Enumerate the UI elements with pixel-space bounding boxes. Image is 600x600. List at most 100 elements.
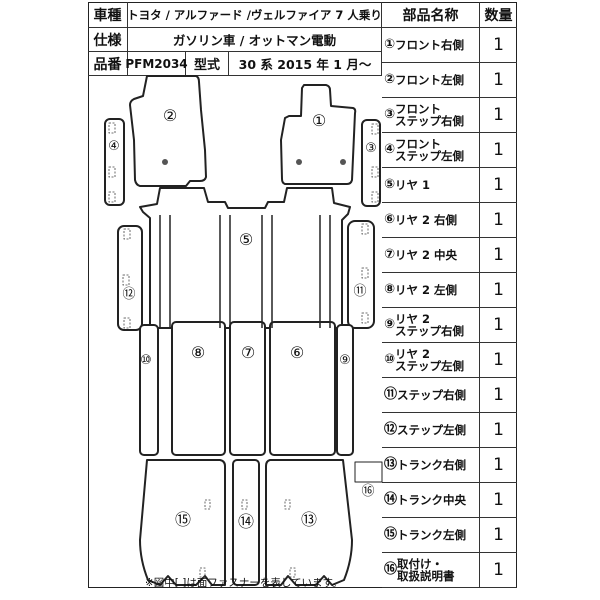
mat-label-11: ⑪ [353, 284, 366, 299]
part-quantity: 1 [480, 343, 517, 378]
part-quantity: 1 [480, 28, 517, 63]
mat-label-16: ⑯ [361, 484, 374, 499]
part-number: ④ [384, 142, 396, 157]
mat-label-7: ⑦ [241, 343, 255, 362]
header-quantity: 数量 [480, 2, 517, 28]
part-quantity: 1 [480, 238, 517, 273]
mat-9-shape [336, 324, 354, 456]
mat-label-9: ⑨ [339, 353, 351, 368]
mat-label-2: ② [163, 106, 177, 125]
mat-3-shape [361, 119, 381, 207]
mat-14-shape [232, 459, 260, 586]
part-name: 取付け・ 取扱説明書 [397, 557, 455, 583]
part-quantity: 1 [480, 133, 517, 168]
mat-label-5: ⑤ [239, 230, 253, 249]
part-name: ステップ左側 [397, 423, 467, 437]
fastener-icons [108, 122, 379, 578]
mat-label-4: ④ [108, 139, 120, 154]
part-quantity: 1 [480, 308, 517, 343]
mat-10-shape [139, 324, 159, 456]
hook-icon [296, 159, 302, 165]
part-quantity: 1 [480, 98, 517, 133]
part-number: ③ [384, 107, 396, 122]
mat-label-14: ⑭ [238, 512, 254, 531]
part-number: ⑬ [384, 457, 398, 472]
mat-4-shape [104, 118, 125, 206]
part-quantity: 1 [480, 553, 517, 588]
part-name: フロント左側 [395, 73, 465, 87]
part-name: リヤ 2 ステップ右側 [395, 312, 465, 338]
part-number: ⑤ [384, 177, 396, 192]
part-quantity: 1 [480, 413, 517, 448]
mat-label-15: ⑮ [175, 510, 191, 529]
part-no-label: 品番 [88, 52, 128, 76]
mat-8-shape [171, 321, 226, 456]
part-quantity: 1 [480, 63, 517, 98]
part-name: リヤ 2 中央 [395, 248, 458, 262]
part-quantity: 1 [480, 273, 517, 308]
mat-15-shape [139, 459, 226, 586]
spec-value: ガソリン車 / オットマン電動 [128, 28, 382, 52]
part-name: トランク中央 [397, 493, 467, 507]
mat-label-13: ⑬ [301, 510, 317, 529]
hook-icon [162, 159, 168, 165]
part-number: ⑮ [384, 527, 398, 542]
part-quantity: 1 [480, 518, 517, 553]
car-label: 車種 [88, 2, 128, 28]
mat-1-shape [280, 84, 357, 185]
model-value: 30 系 2015 年 1 月～ [229, 52, 382, 76]
part-name: フロント ステップ左側 [395, 137, 465, 163]
part-number: ⑨ [384, 317, 396, 332]
part-name: リヤ 2 ステップ左側 [395, 347, 465, 373]
hook-icon [340, 159, 346, 165]
mat-5-shape [139, 187, 351, 329]
mat-12-shape [117, 225, 143, 331]
part-name: ステップ右側 [397, 388, 467, 402]
mat-11-shape [347, 220, 375, 329]
part-number: ⑪ [384, 387, 398, 402]
mat-label-1: ① [312, 111, 326, 130]
part-name: フロント右側 [395, 38, 465, 52]
mat-13-shape [265, 459, 353, 586]
header-part-name: 部品名称 [382, 2, 480, 28]
part-quantity: 1 [480, 378, 517, 413]
spec-sheet-frame [88, 2, 517, 588]
part-quantity: 1 [480, 483, 517, 518]
part-number: ⑯ [384, 562, 398, 577]
mat-label-3: ③ [365, 141, 377, 156]
mat-2-shape [129, 75, 207, 187]
part-number: ⑦ [384, 247, 396, 262]
part-name: リヤ 2 左側 [395, 283, 458, 297]
part-number: ⑭ [384, 492, 398, 507]
part-quantity: 1 [480, 203, 517, 238]
part-number: ⑫ [384, 422, 398, 437]
mat-7-shape [229, 321, 266, 456]
part-name: リヤ 2 右側 [395, 213, 458, 227]
mat-label-8: ⑧ [191, 343, 205, 362]
part-name: トランク左側 [397, 528, 467, 542]
part-quantity: 1 [480, 168, 517, 203]
mat-label-12: ⑫ [122, 287, 135, 302]
car-value: トヨタ / アルファード /ヴェルファイア 7 人乗り [127, 2, 382, 28]
part-number: ⑧ [384, 282, 396, 297]
part-quantity: 1 [480, 448, 517, 483]
part-number: ⑥ [384, 212, 396, 227]
part-name: リヤ 1 [395, 178, 431, 192]
